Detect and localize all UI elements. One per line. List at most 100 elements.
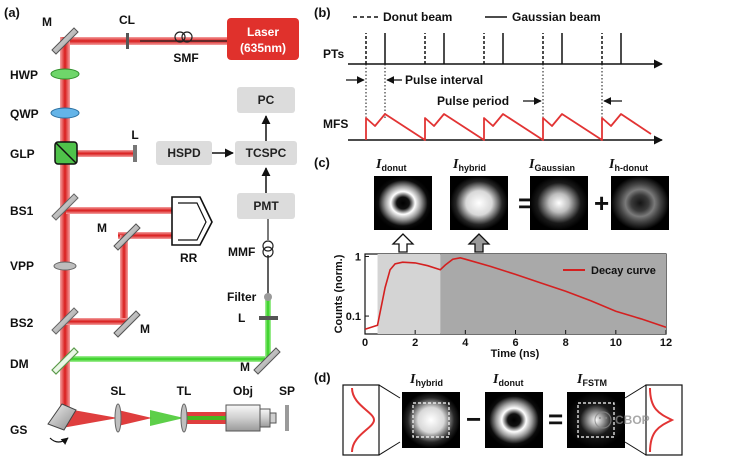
legend-gaussian-label: Gaussian beam	[512, 10, 601, 24]
laser-box: Laser (635nm)	[227, 18, 299, 60]
watermark-text: CBOP	[615, 413, 650, 427]
i-hybrid-symbol: Ihybrid	[452, 157, 486, 173]
pmt-box	[237, 193, 295, 219]
left-profile-box	[342, 384, 380, 456]
mirror-top	[51, 27, 79, 55]
watermark: CBOP	[594, 411, 650, 429]
detection-lens	[259, 316, 278, 320]
sp-label: SP	[279, 384, 295, 398]
fstm-roi-box	[577, 402, 615, 438]
x-tick-label: 6	[512, 337, 518, 349]
panel-label-d: (d)	[314, 370, 331, 385]
beam-green-horizontal	[70, 356, 270, 362]
beam-m-to-bs2	[66, 318, 128, 325]
right-fstm-profile	[649, 387, 675, 453]
hybrid-psf-image	[450, 176, 508, 230]
rr-inner	[178, 202, 207, 241]
pulse-period-label: Pulse period	[437, 94, 509, 108]
mmf-label: MMF	[228, 245, 255, 259]
mirror-top-label: M	[42, 15, 52, 29]
smf-loop-2	[181, 31, 193, 43]
x-axis-label: Time (ns)	[491, 348, 540, 360]
beam-delay-vertical	[120, 235, 128, 321]
laser-wavelength: (635nm)	[240, 41, 286, 55]
green-mirror-label: M	[240, 360, 250, 374]
beam-glp-to-hspd	[66, 150, 136, 157]
panel-label-c: (c)	[314, 155, 330, 170]
dm-label: DM	[10, 357, 29, 371]
decay-curve-line	[364, 256, 667, 331]
hwp-label: HWP	[10, 68, 38, 82]
arrow-up-donut	[391, 233, 415, 253]
zoom-line-top-left	[378, 384, 401, 399]
zoom-line-bottom-right	[624, 441, 647, 456]
bs1-label: BS1	[10, 204, 34, 218]
green-mirror	[253, 347, 281, 375]
pc-box	[237, 87, 295, 113]
chart-regions	[377, 254, 666, 334]
mfs-label: MFS	[323, 117, 348, 131]
delay-mirror-top-label: M	[97, 221, 107, 235]
hybrid-roi-box	[412, 402, 450, 438]
cl-label: CL	[119, 13, 135, 27]
laser-source	[227, 18, 299, 60]
zoom-line-top-right	[624, 384, 647, 399]
left-gaussian-profile	[351, 387, 376, 453]
sl-label: SL	[110, 384, 125, 398]
objective-tip	[269, 412, 277, 424]
objective	[225, 404, 277, 432]
setup-panel: (a) Laser (635nm)	[4, 5, 299, 445]
gs-rotation-arrow	[49, 437, 69, 445]
beam-rr-to-m	[118, 232, 186, 239]
hwp-plate	[50, 68, 80, 80]
beam-tl-obj-green	[184, 416, 226, 420]
gs-label: GS	[10, 423, 27, 437]
bs2-splitter	[51, 307, 79, 335]
beam-sl-tl	[118, 410, 152, 426]
beam-sl-tl-green	[150, 410, 184, 426]
scan-lens	[114, 403, 122, 433]
smf-label: SMF	[173, 51, 198, 65]
shaded-region-2	[440, 254, 666, 334]
minus-sign: −	[466, 404, 481, 434]
tube-lens	[180, 403, 188, 433]
right-profile-box	[645, 384, 683, 456]
delay-mirror-top	[113, 223, 141, 251]
tl-label: TL	[177, 384, 192, 398]
watermark-icon-eye-right	[604, 416, 608, 420]
y-axis-label: Counts (norm.)	[333, 254, 345, 333]
filter-element	[264, 293, 272, 301]
arrow-up-hybrid	[467, 233, 491, 253]
dm-dichroic	[51, 347, 79, 375]
gaussian-psf-image	[530, 176, 588, 230]
filter-label: Filter	[227, 290, 257, 304]
fstm-donut-image	[485, 392, 543, 448]
smf-loop-1	[174, 31, 186, 43]
mmf-loop-2	[262, 246, 274, 258]
i-hdonut-symbol: Ih-donut	[608, 157, 648, 173]
decomp-panel: (c) Idonut Ihybrid IGaussian Ih-donut = …	[314, 155, 672, 360]
fstm-i-donut-symbol: Idonut	[492, 372, 523, 388]
mmf-loop-1	[262, 240, 274, 252]
mfs-sawtooth	[365, 113, 652, 141]
detection-lens-label: L	[238, 311, 245, 325]
scan-path	[62, 408, 226, 428]
pulse-interval-label: Pulse interval	[405, 73, 483, 87]
gs-scanner	[47, 403, 77, 431]
green-beams	[70, 255, 271, 362]
legend-decay-label: Decay curve	[591, 265, 656, 277]
x-tick-label: 0	[362, 337, 368, 349]
qwp-label: QWP	[10, 107, 39, 121]
rr-label: RR	[180, 251, 198, 265]
timing-panel: (b) Donut beam Gaussian beam PTs Pulse i…	[314, 5, 663, 145]
x-tick-label: 2	[412, 337, 418, 349]
fstm-equals-sign: =	[548, 404, 563, 434]
qwp-plate	[50, 107, 80, 119]
hspd-lens-label: L	[131, 128, 138, 142]
tcspc-box	[235, 141, 297, 165]
hdonut-psf-image	[611, 176, 669, 230]
equals-sign: =	[518, 188, 533, 218]
pmt-label: PMT	[253, 199, 279, 213]
